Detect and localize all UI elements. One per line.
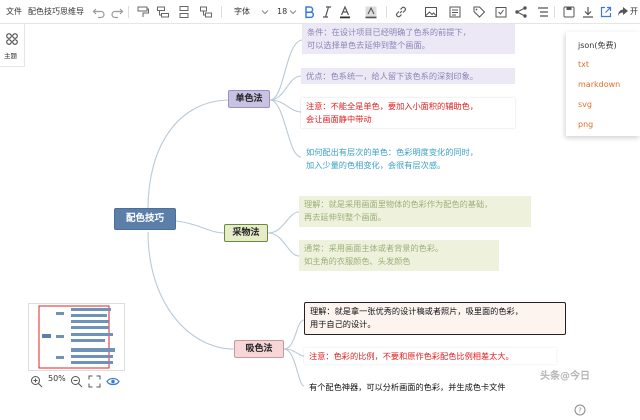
export-json-option[interactable]: json(免费)	[578, 41, 617, 50]
help-icon[interactable]: ?	[574, 401, 586, 416]
export-svg-option[interactable]: svg	[578, 100, 592, 109]
minimap-preview	[38, 305, 115, 369]
note-icon[interactable]	[448, 5, 462, 19]
share-icon[interactable]	[616, 5, 630, 19]
italic-icon[interactable]	[320, 5, 334, 19]
mindmap-connectors	[147, 39, 305, 387]
branch-node-object-color[interactable]: 采物法	[224, 224, 268, 242]
font-color-icon[interactable]	[338, 5, 352, 19]
task-icon[interactable]	[494, 5, 508, 19]
insert-parent-icon[interactable]	[199, 5, 213, 19]
relation-icon[interactable]	[514, 5, 528, 19]
minimap[interactable]	[28, 303, 125, 371]
branch-node-single-color[interactable]: 单色法	[228, 90, 270, 108]
link-icon[interactable]	[394, 5, 408, 19]
watermark: 头条@今日	[540, 371, 590, 382]
note-layered-color[interactable]: 如何配出有层次的单色：色彩明度变化的同时， 加入少量的色相变化，会很有层次感。	[306, 147, 478, 170]
top-toolbar: 文件 配色技巧思维导 字体 18	[0, 0, 640, 24]
theme-label: 主题	[4, 52, 17, 60]
export-markdown-option[interactable]: markdown	[578, 80, 621, 89]
font-size-select[interactable]: 18	[277, 7, 288, 16]
redo-icon[interactable]	[110, 5, 124, 19]
svg-text:?: ?	[578, 407, 582, 415]
mindmap-canvas[interactable]: 配色技巧 单色法 条件：在设计项目已经明确了色系的前提下， 可以选择单色去延伸到…	[0, 24, 640, 416]
chevron-down-icon[interactable]	[286, 5, 300, 19]
root-node[interactable]: 配色技巧	[114, 208, 176, 230]
export-menu: json(免费) txt markdown svg png	[566, 32, 640, 136]
font-family-select[interactable]: 字体	[234, 7, 250, 16]
eye-icon[interactable]	[106, 373, 120, 386]
bold-icon[interactable]	[302, 5, 316, 19]
outline-icon[interactable]	[536, 5, 550, 19]
image-icon[interactable]	[424, 5, 438, 19]
zoom-level: 50%	[48, 374, 66, 383]
zoom-out-icon[interactable]	[70, 373, 83, 388]
export-txt-option[interactable]: txt	[578, 60, 590, 69]
format-painter-icon[interactable]	[136, 5, 150, 19]
save-icon[interactable]	[562, 5, 576, 19]
file-menu[interactable]: 文件	[6, 7, 22, 16]
note-ratio-caution[interactable]: 注意：色彩的比例，不要和原作色彩配色比例相差太大。	[304, 348, 556, 364]
theme-icon[interactable]	[5, 31, 19, 45]
undo-icon[interactable]	[92, 5, 106, 19]
share-label[interactable]: 开	[630, 7, 638, 16]
doc-title[interactable]: 配色技巧思维导	[28, 7, 84, 16]
note-advantage[interactable]: 优点：色系统一，给人留下该色系的深刻印象。	[301, 68, 515, 84]
note-caution[interactable]: 注意：不能全是单色，要加入小面积的辅助色， 会让画面静中带动	[301, 98, 515, 128]
download-icon[interactable]	[581, 5, 595, 19]
fit-screen-icon[interactable]	[88, 373, 101, 388]
theme-panel[interactable]: 主题	[0, 24, 25, 67]
note-usually[interactable]: 通常：采用画面主体或者背景的色彩。 如主角的衣服颜色、头发颜色	[299, 240, 499, 271]
note-understanding-object[interactable]: 理解：就是采用画面里物体的色彩作为配色的基础， 再去延伸到整个画面。	[299, 196, 531, 227]
branch-node-color-picking[interactable]: 吸色法	[234, 340, 284, 358]
export-icon[interactable]	[599, 5, 613, 19]
insert-child-icon[interactable]	[156, 5, 170, 19]
zoom-in-icon[interactable]	[30, 373, 43, 388]
highlight-icon[interactable]	[364, 5, 378, 19]
tag-icon[interactable]	[472, 5, 486, 19]
note-color-tool[interactable]: 有个配色神器，可以分析画面的色彩，并生成色卡文件	[309, 382, 506, 392]
insert-sibling-icon[interactable]	[178, 5, 192, 19]
note-condition[interactable]: 条件：在设计项目已经明确了色系的前提下， 可以选择单色去延伸到整个画面。	[302, 24, 515, 54]
note-understanding-picking[interactable]: 理解：就是拿一张优秀的设计稿或者照片，吸里面的色彩， 用于自己的设计。	[304, 302, 566, 335]
export-png-option[interactable]: png	[578, 120, 594, 129]
chevron-down-icon[interactable]	[258, 5, 272, 19]
